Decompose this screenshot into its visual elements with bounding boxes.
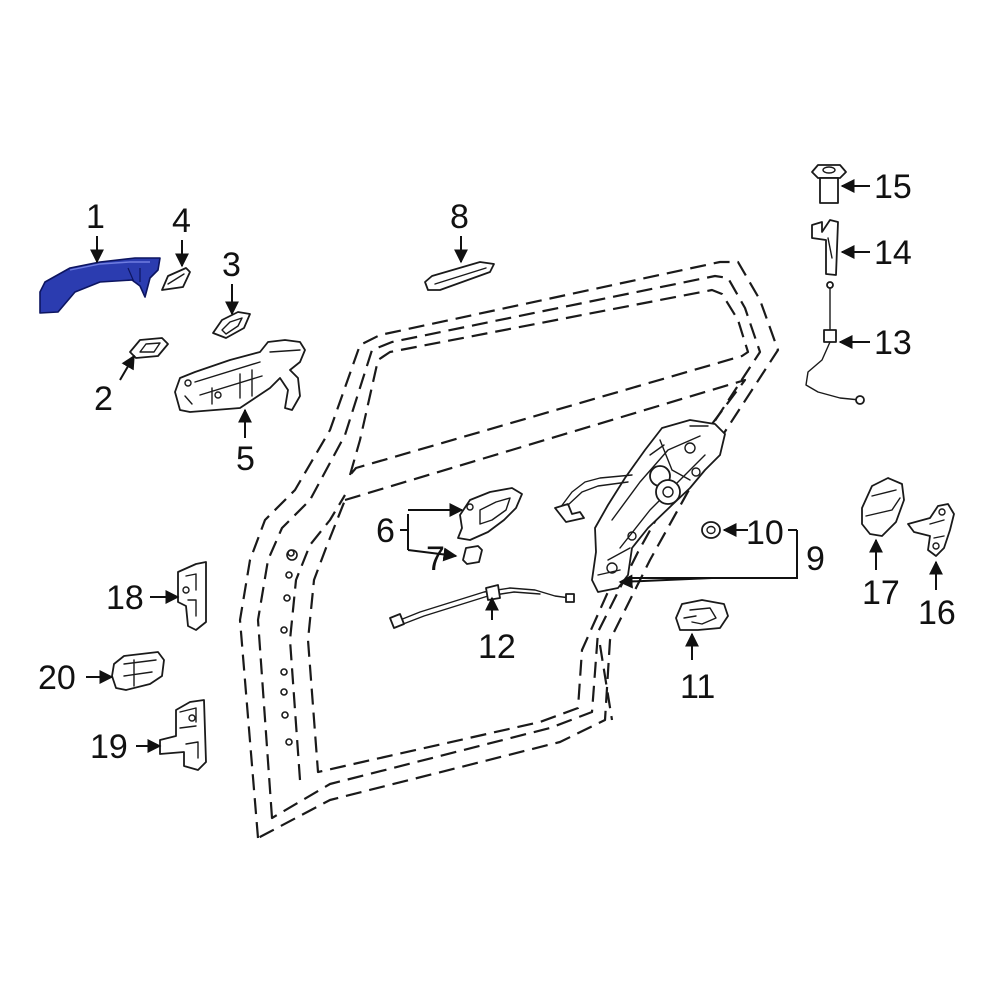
- callout-18: 18: [106, 579, 144, 617]
- callout-19: 19: [90, 728, 128, 766]
- callout-9: 9: [806, 540, 825, 578]
- door-outline: [238, 260, 780, 840]
- callout-7: 7: [426, 540, 445, 578]
- callout-15: 15: [874, 168, 912, 206]
- callout-5: 5: [236, 440, 255, 478]
- callout-12: 12: [478, 628, 516, 666]
- bushing-part: [811, 164, 847, 204]
- callout-16: 16: [918, 594, 956, 632]
- outside-handle-body: [39, 257, 161, 314]
- striker-cover-part: [861, 477, 905, 537]
- trim-strip-part: [424, 261, 495, 291]
- gasket-rear-part: [212, 311, 251, 339]
- callout-8: 8: [450, 198, 469, 236]
- door-check-part: [111, 651, 165, 691]
- washer-part: [701, 521, 721, 539]
- upper-hinge-part: [177, 561, 207, 631]
- callout-10: 10: [746, 514, 784, 552]
- callout-17: 17: [862, 574, 900, 612]
- release-cable-part: [389, 584, 575, 629]
- callout-11: 11: [680, 668, 715, 706]
- retainer-clip-part: [675, 599, 729, 631]
- lock-rod-part: [805, 281, 865, 405]
- gasket-front-part: [129, 337, 169, 359]
- door-striker-part: [907, 503, 955, 557]
- callout-1: 1: [86, 198, 105, 236]
- door-lock-assembly-part: [554, 419, 726, 593]
- callout-6: 6: [376, 512, 395, 550]
- outside-handle-part[interactable]: [39, 257, 161, 314]
- callout-20: 20: [38, 659, 76, 697]
- inside-handle-part: [457, 487, 523, 541]
- callout-3: 3: [222, 246, 241, 284]
- leader-lines: [86, 179, 943, 753]
- rod-bracket-part: [811, 219, 839, 276]
- callout-numbers: 1 2 3 4 5 6 7 8 9 10 11 12 13 14 15 16 1…: [38, 168, 956, 766]
- callout-2: 2: [94, 380, 113, 418]
- callout-4: 4: [172, 202, 191, 240]
- callout-14: 14: [874, 234, 912, 272]
- handle-cap-part: [161, 267, 191, 291]
- small-cap-part: [462, 545, 483, 565]
- callout-13: 13: [874, 324, 912, 362]
- door-holes: [280, 549, 298, 746]
- lower-hinge-part: [159, 699, 207, 771]
- handle-frame-part: [174, 339, 306, 413]
